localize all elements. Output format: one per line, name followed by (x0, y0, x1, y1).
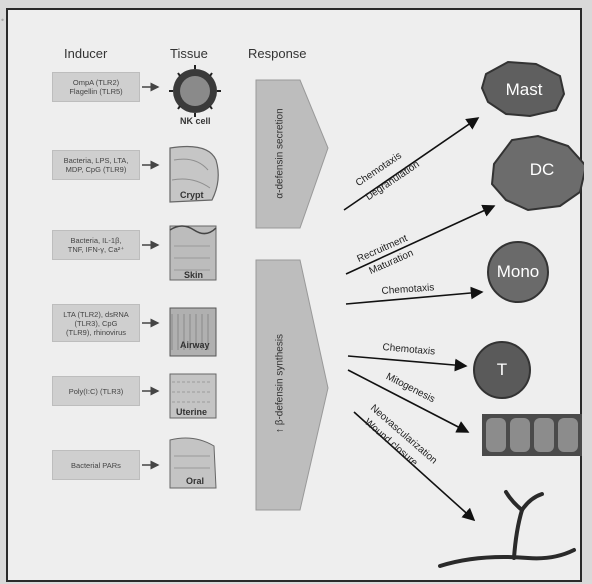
blood-vessel-icon (440, 492, 574, 566)
alpha-defensin-band (256, 80, 328, 228)
tissue-label-oral: Oral (186, 476, 204, 486)
mast-label: Mast (496, 80, 552, 100)
tissue-label-crypt: Crypt (180, 190, 204, 200)
figure-frame: Inducer Tissue Response OmpA (TLR2) Flag… (6, 8, 582, 582)
tissue-label-uterine: Uterine (176, 407, 207, 417)
dc-label: DC (512, 160, 572, 180)
beta-defensin-label: ↑ β-defensin synthesis (275, 314, 286, 454)
epithelium-icon (482, 414, 582, 456)
alpha-defensin-label: α-defensin secretion (275, 104, 286, 204)
tissue-label-airway: Airway (180, 340, 210, 350)
arrow-to-dc (346, 206, 494, 274)
arrow-to-t (348, 356, 466, 366)
mono-label: Mono (492, 262, 544, 282)
t-label: T (490, 360, 514, 380)
tissue-label-skin: Skin (184, 270, 203, 280)
nk-cell-icon (169, 65, 221, 117)
tissue-label-nk: NK cell (180, 116, 211, 126)
beta-defensin-band (256, 260, 328, 510)
